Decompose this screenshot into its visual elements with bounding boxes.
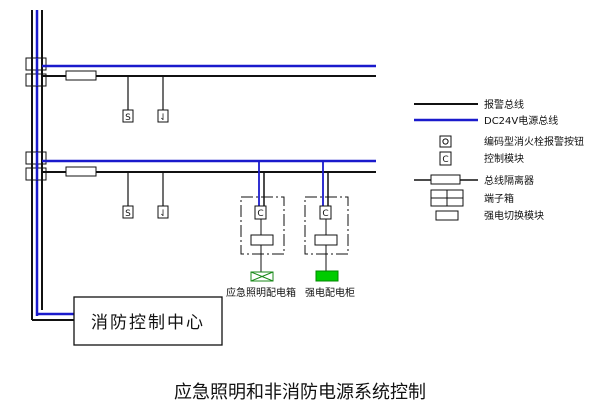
diagram-title: 应急照明和非消防电源系统控制 [174,382,426,403]
riser-junction-lower [25,151,47,181]
control-module-mark: C [322,209,328,219]
control-module-mark: C [257,209,263,219]
fire-control-center-label: 消防控制中心 [91,313,205,333]
legend: 报警总线 DC24V电源总线 编码型消火栓报警按钮 C 控制模块 总线隔离器 端… [414,98,584,222]
legend-label-alarm-bus: 报警总线 [484,98,524,111]
legend-symbol-module [439,151,452,166]
heat-detector-mark: ⇃ [159,113,167,123]
smoke-detector-symbol [122,205,134,219]
legend-label-button: 编码型消火栓报警按钮 [484,135,584,148]
legend-symbol-module-mark: C [442,155,448,165]
legend-label-terminal: 端子箱 [484,192,514,205]
detectors-lower: S ⇃ [122,172,169,219]
emergency-lighting-box-label: 应急照明配电箱 [226,286,296,299]
cutoff-module-symbol [314,234,338,246]
legend-label-isolator: 总线隔离器 [484,174,534,187]
smoke-detector-symbol [122,109,134,123]
power-cabinet-symbol [315,270,339,282]
legend-symbol-button [439,135,452,148]
heat-detector-symbol [157,109,169,123]
legend-symbol-cutoff [435,210,459,221]
riser-junction-upper [25,57,47,87]
isolator-lower [65,166,97,177]
isolator-upper [65,70,97,81]
vertical-risers [31,10,74,321]
fire-control-center: 消防控制中心 [73,296,223,346]
legend-symbol-isolator [430,174,461,185]
heat-detector-mark: ⇃ [159,209,167,219]
heat-detector-symbol [157,205,169,219]
smoke-detector-mark: S [125,209,131,219]
detectors-upper: S ⇃ [122,76,169,123]
floor-bus-upper [42,64,376,81]
legend-symbol-button-dot [442,138,449,145]
floor-bus-lower [42,159,376,177]
emergency-lighting-branch: C 应急照明配电箱 [226,161,296,299]
legend-label-cutoff: 强电切换模块 [484,209,544,222]
legend-label-module: 控制模块 [484,152,524,165]
dashed-enclosure [240,196,285,255]
power-cabinet-label: 强电配电柜 [305,286,355,299]
power-cabinet-branch: C 强电配电柜 [304,161,355,299]
legend-label-power-bus: DC24V电源总线 [484,114,558,127]
cutoff-module-symbol [250,234,274,246]
smoke-detector-mark: S [125,113,131,123]
